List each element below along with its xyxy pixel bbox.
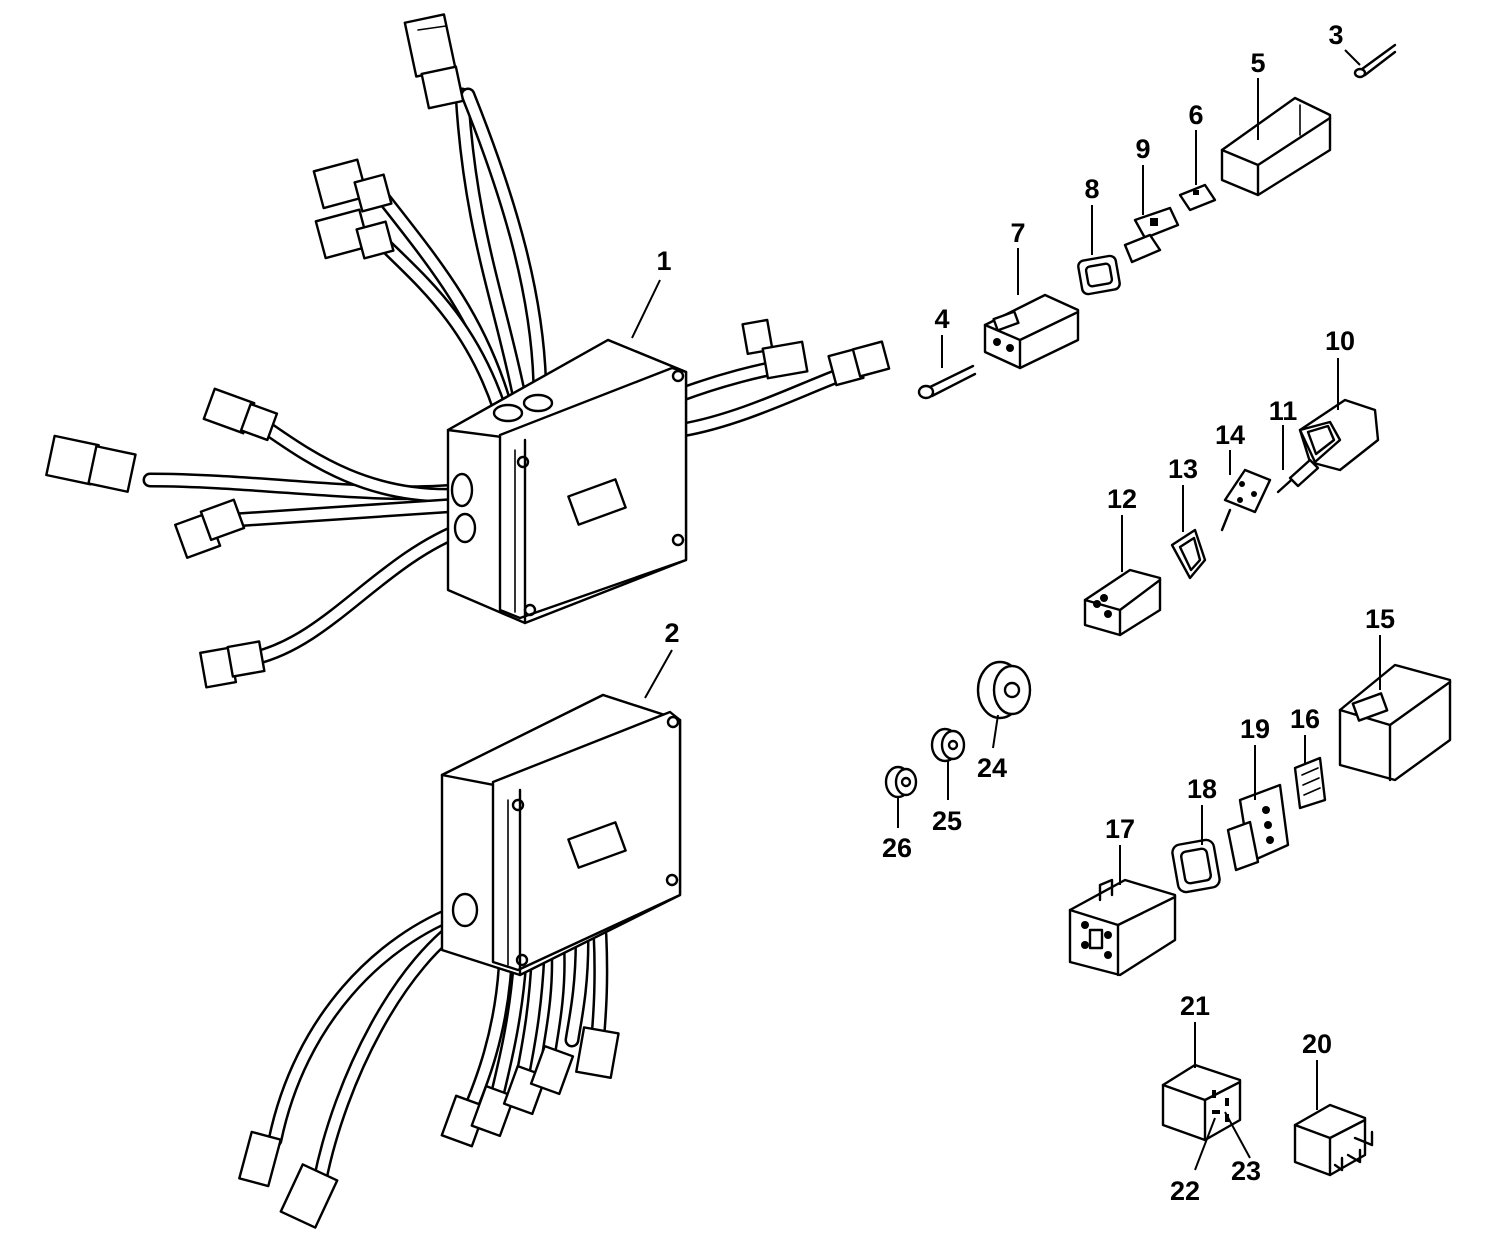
harness1-connector-left-c (174, 498, 246, 559)
callout-4: 4 (934, 304, 949, 334)
part-3-pin (1353, 43, 1397, 79)
harness2-connector-c (440, 1026, 620, 1148)
part-17-receptacle (1068, 878, 1177, 977)
callout-17: 17 (1105, 814, 1135, 844)
part-10-plug (1298, 398, 1380, 472)
callout-22: 22 (1170, 1176, 1200, 1206)
part-7-receptacle (983, 293, 1080, 370)
part-9-wedge-lock (1123, 206, 1180, 264)
harness2-connector-a (238, 1130, 282, 1188)
part-25-grommet (930, 727, 966, 763)
part-5-connector-housing (1220, 96, 1332, 197)
control-module-harness-1 (45, 13, 891, 689)
callout-20: 20 (1302, 1029, 1332, 1059)
callout-3: 3 (1328, 20, 1343, 50)
callout-14: 14 (1215, 420, 1245, 450)
callout-16: 16 (1290, 704, 1320, 734)
callout-15: 15 (1365, 604, 1395, 634)
callout-19: 19 (1240, 714, 1270, 744)
callout-9: 9 (1135, 134, 1150, 164)
callout-labels: 1 2 3 4 5 6 7 8 9 10 11 12 13 14 15 16 1… (656, 20, 1395, 1206)
callout-13: 13 (1168, 454, 1198, 484)
part-16-wedge-lock (1293, 756, 1327, 810)
callout-2: 2 (664, 618, 679, 648)
control-module-harness-2 (238, 693, 682, 1229)
harness1-connector-left-b (45, 434, 137, 493)
part-12-receptacle (1083, 568, 1162, 637)
callout-7: 7 (1010, 218, 1025, 248)
callout-21: 21 (1180, 991, 1210, 1021)
harness1-connector-upper-left-b (314, 208, 395, 260)
callout-25: 25 (932, 806, 962, 836)
part-15-plug (1338, 663, 1452, 782)
callout-1: 1 (656, 246, 671, 276)
part-24-grommet (976, 660, 1032, 720)
callout-8: 8 (1084, 174, 1099, 204)
callout-5: 5 (1250, 48, 1265, 78)
callout-24: 24 (977, 753, 1007, 783)
part-18-seal (1171, 838, 1221, 894)
part-26-grommet (884, 765, 918, 799)
part-13-seal (1170, 528, 1207, 580)
part-4-socket (917, 364, 977, 400)
harness1-connector-bottom (199, 640, 266, 689)
part-19-wedge-lock (1226, 783, 1290, 872)
part-21-relay-socket (1161, 1063, 1242, 1142)
callout-18: 18 (1187, 774, 1217, 804)
harness2-connector-b (279, 1163, 339, 1229)
part-8-seal (1077, 254, 1121, 296)
part-20-relay (1293, 1103, 1374, 1177)
leader-lines (631, 49, 1381, 1171)
part-6-wedge-lock (1178, 183, 1217, 212)
harness1-connector-top (403, 13, 465, 110)
callout-23: 23 (1231, 1156, 1261, 1186)
callout-6: 6 (1188, 100, 1203, 130)
callout-26: 26 (882, 833, 912, 863)
harness1-connector-right (741, 318, 891, 387)
part-11-pin (1276, 458, 1320, 494)
part-14-wedge-lock (1220, 468, 1272, 532)
harness1-connector-left-a (202, 387, 279, 442)
harness1-connector-upper-left-a (312, 158, 393, 213)
callout-10: 10 (1325, 326, 1355, 356)
callout-11: 11 (1269, 396, 1298, 426)
callout-12: 12 (1107, 484, 1137, 514)
